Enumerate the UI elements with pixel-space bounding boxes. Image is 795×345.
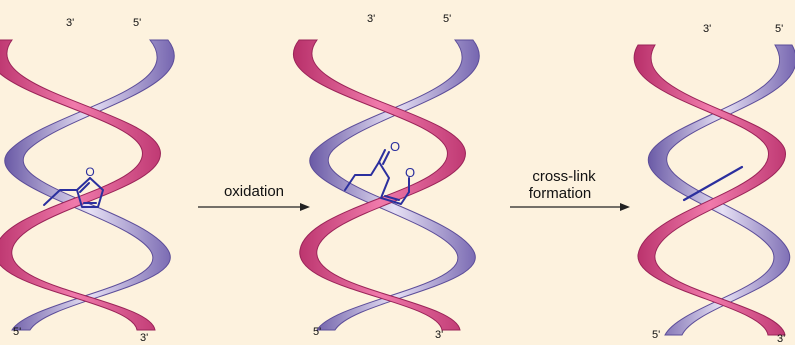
cross-link-bond	[682, 165, 744, 202]
reaction-arrow-oxidation: oxidation	[198, 183, 310, 211]
end-label-top-right: 5'	[443, 13, 451, 25]
end-label-top-left: 3'	[66, 17, 74, 29]
dna-helix	[633, 44, 795, 336]
oxygen-atom-label: O	[85, 165, 94, 179]
end-label-top-left: 3'	[703, 23, 711, 35]
keto-enal-molecule	[344, 149, 410, 205]
purple-strand	[648, 44, 795, 336]
end-label-bottom-left: 5'	[13, 326, 21, 338]
pink-strand	[293, 39, 466, 331]
purple-strand	[309, 39, 480, 331]
purple-strand	[4, 39, 175, 331]
pink-strand	[633, 44, 786, 336]
end-label-bottom-right: 3'	[435, 329, 443, 341]
helix-panel-1: O 3' 5' 5' 3'	[0, 17, 175, 344]
arrow-label-oxidation: oxidation	[224, 183, 284, 200]
end-label-bottom-right: 3'	[140, 332, 148, 344]
keto-oxygen-label: O	[390, 139, 400, 154]
arrow-label-line-1: cross-link	[532, 168, 596, 185]
furan-molecule	[43, 176, 104, 208]
dna-helix	[0, 39, 175, 331]
end-label-top-right: 5'	[775, 23, 783, 35]
end-label-bottom-left: 5'	[652, 329, 660, 341]
helix-panel-2: O O 3' 5' 5' 3'	[293, 13, 480, 341]
arrow-label-line-2: formation	[529, 185, 592, 202]
aldehyde-oxygen-label: O	[405, 165, 415, 180]
end-label-top-right: 5'	[133, 17, 141, 29]
helix-panel-3: 3' 5' 5' 3'	[633, 23, 795, 345]
end-label-top-left: 3'	[367, 13, 375, 25]
reaction-arrow-cross-link: cross-link formation	[510, 168, 630, 211]
dna-helix	[293, 39, 480, 331]
end-label-bottom-left: 5'	[313, 326, 321, 338]
end-label-bottom-right: 3'	[777, 333, 785, 345]
pink-strand	[0, 39, 161, 331]
